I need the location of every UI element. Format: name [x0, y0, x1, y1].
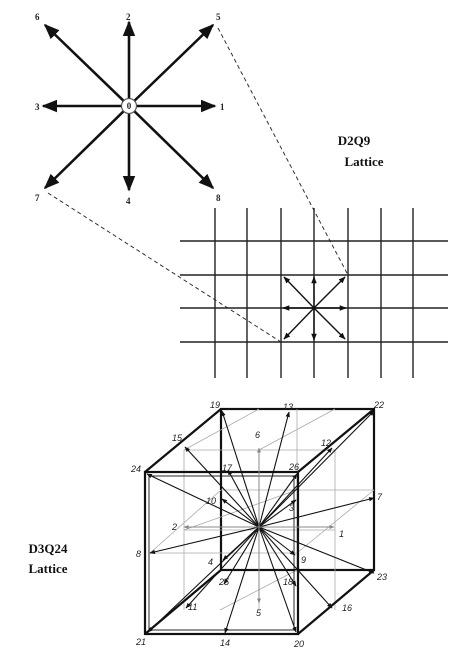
d3q24-label-12: 12: [321, 438, 331, 448]
d3q24-label-6: 6: [255, 430, 260, 440]
d2q9-dir-4: 4: [126, 196, 131, 206]
d3q24-label-15: 15: [172, 433, 183, 443]
d2q9-dir-5: 5: [216, 12, 221, 22]
d3q24-label-21: 21: [135, 637, 146, 647]
d3q24-label-24: 24: [130, 464, 141, 474]
d3q24-label-13: 13: [283, 402, 293, 412]
d3q24-label-7: 7: [377, 492, 383, 502]
d3q24-label-2: 2: [171, 522, 177, 532]
d3q24-label-8: 8: [136, 549, 141, 559]
d2q9-center-label: 0: [127, 101, 132, 111]
d2q9-title: D2Q9: [338, 133, 371, 148]
d3q24-label-22: 22: [373, 400, 384, 410]
d3q24-title: D3Q24: [29, 541, 69, 556]
d3q24-label-3: 3: [289, 503, 294, 513]
d3q24-label-1: 1: [339, 529, 344, 539]
d2q9-dir-2: 2: [126, 12, 131, 22]
d3q24-label-25: 25: [218, 577, 230, 587]
zoom-line-upper: [217, 27, 349, 276]
d2q9-dir-8: 8: [216, 193, 221, 203]
d3q24-label-17: 17: [222, 463, 233, 473]
d3q24-subtitle: Lattice: [29, 561, 68, 576]
d3q24-label-20: 20: [293, 639, 304, 649]
d3q24-label-9: 9: [301, 555, 306, 565]
d2q9-dir-1: 1: [220, 102, 225, 112]
d3q24-label-23: 23: [376, 572, 387, 582]
d3q24-label-4: 4: [208, 557, 213, 567]
d2q9-dir-6: 6: [35, 12, 40, 22]
d2q9-dir-3: 3: [35, 102, 40, 112]
zoom-line-lower: [47, 192, 282, 343]
d2q9-grid-cell-arrows: [282, 276, 347, 341]
d3q24-label-19: 19: [210, 400, 220, 410]
d3q24-label-5: 5: [256, 608, 262, 618]
d2q9-dir-7: 7: [35, 193, 40, 203]
d3q24-cube: [143, 407, 376, 636]
d3q24-label-16: 16: [342, 603, 352, 613]
d2q9-grid: [180, 208, 448, 378]
d3q24-label-11: 11: [188, 602, 197, 612]
d3q24-label-10: 10: [206, 496, 216, 506]
d2q9-star: [41, 20, 217, 192]
d3q24-label-26: 26: [288, 462, 299, 472]
d3q24-label-14: 14: [220, 638, 230, 648]
d2q9-subtitle: Lattice: [345, 154, 384, 169]
d3q24-label-18: 18: [283, 577, 293, 587]
